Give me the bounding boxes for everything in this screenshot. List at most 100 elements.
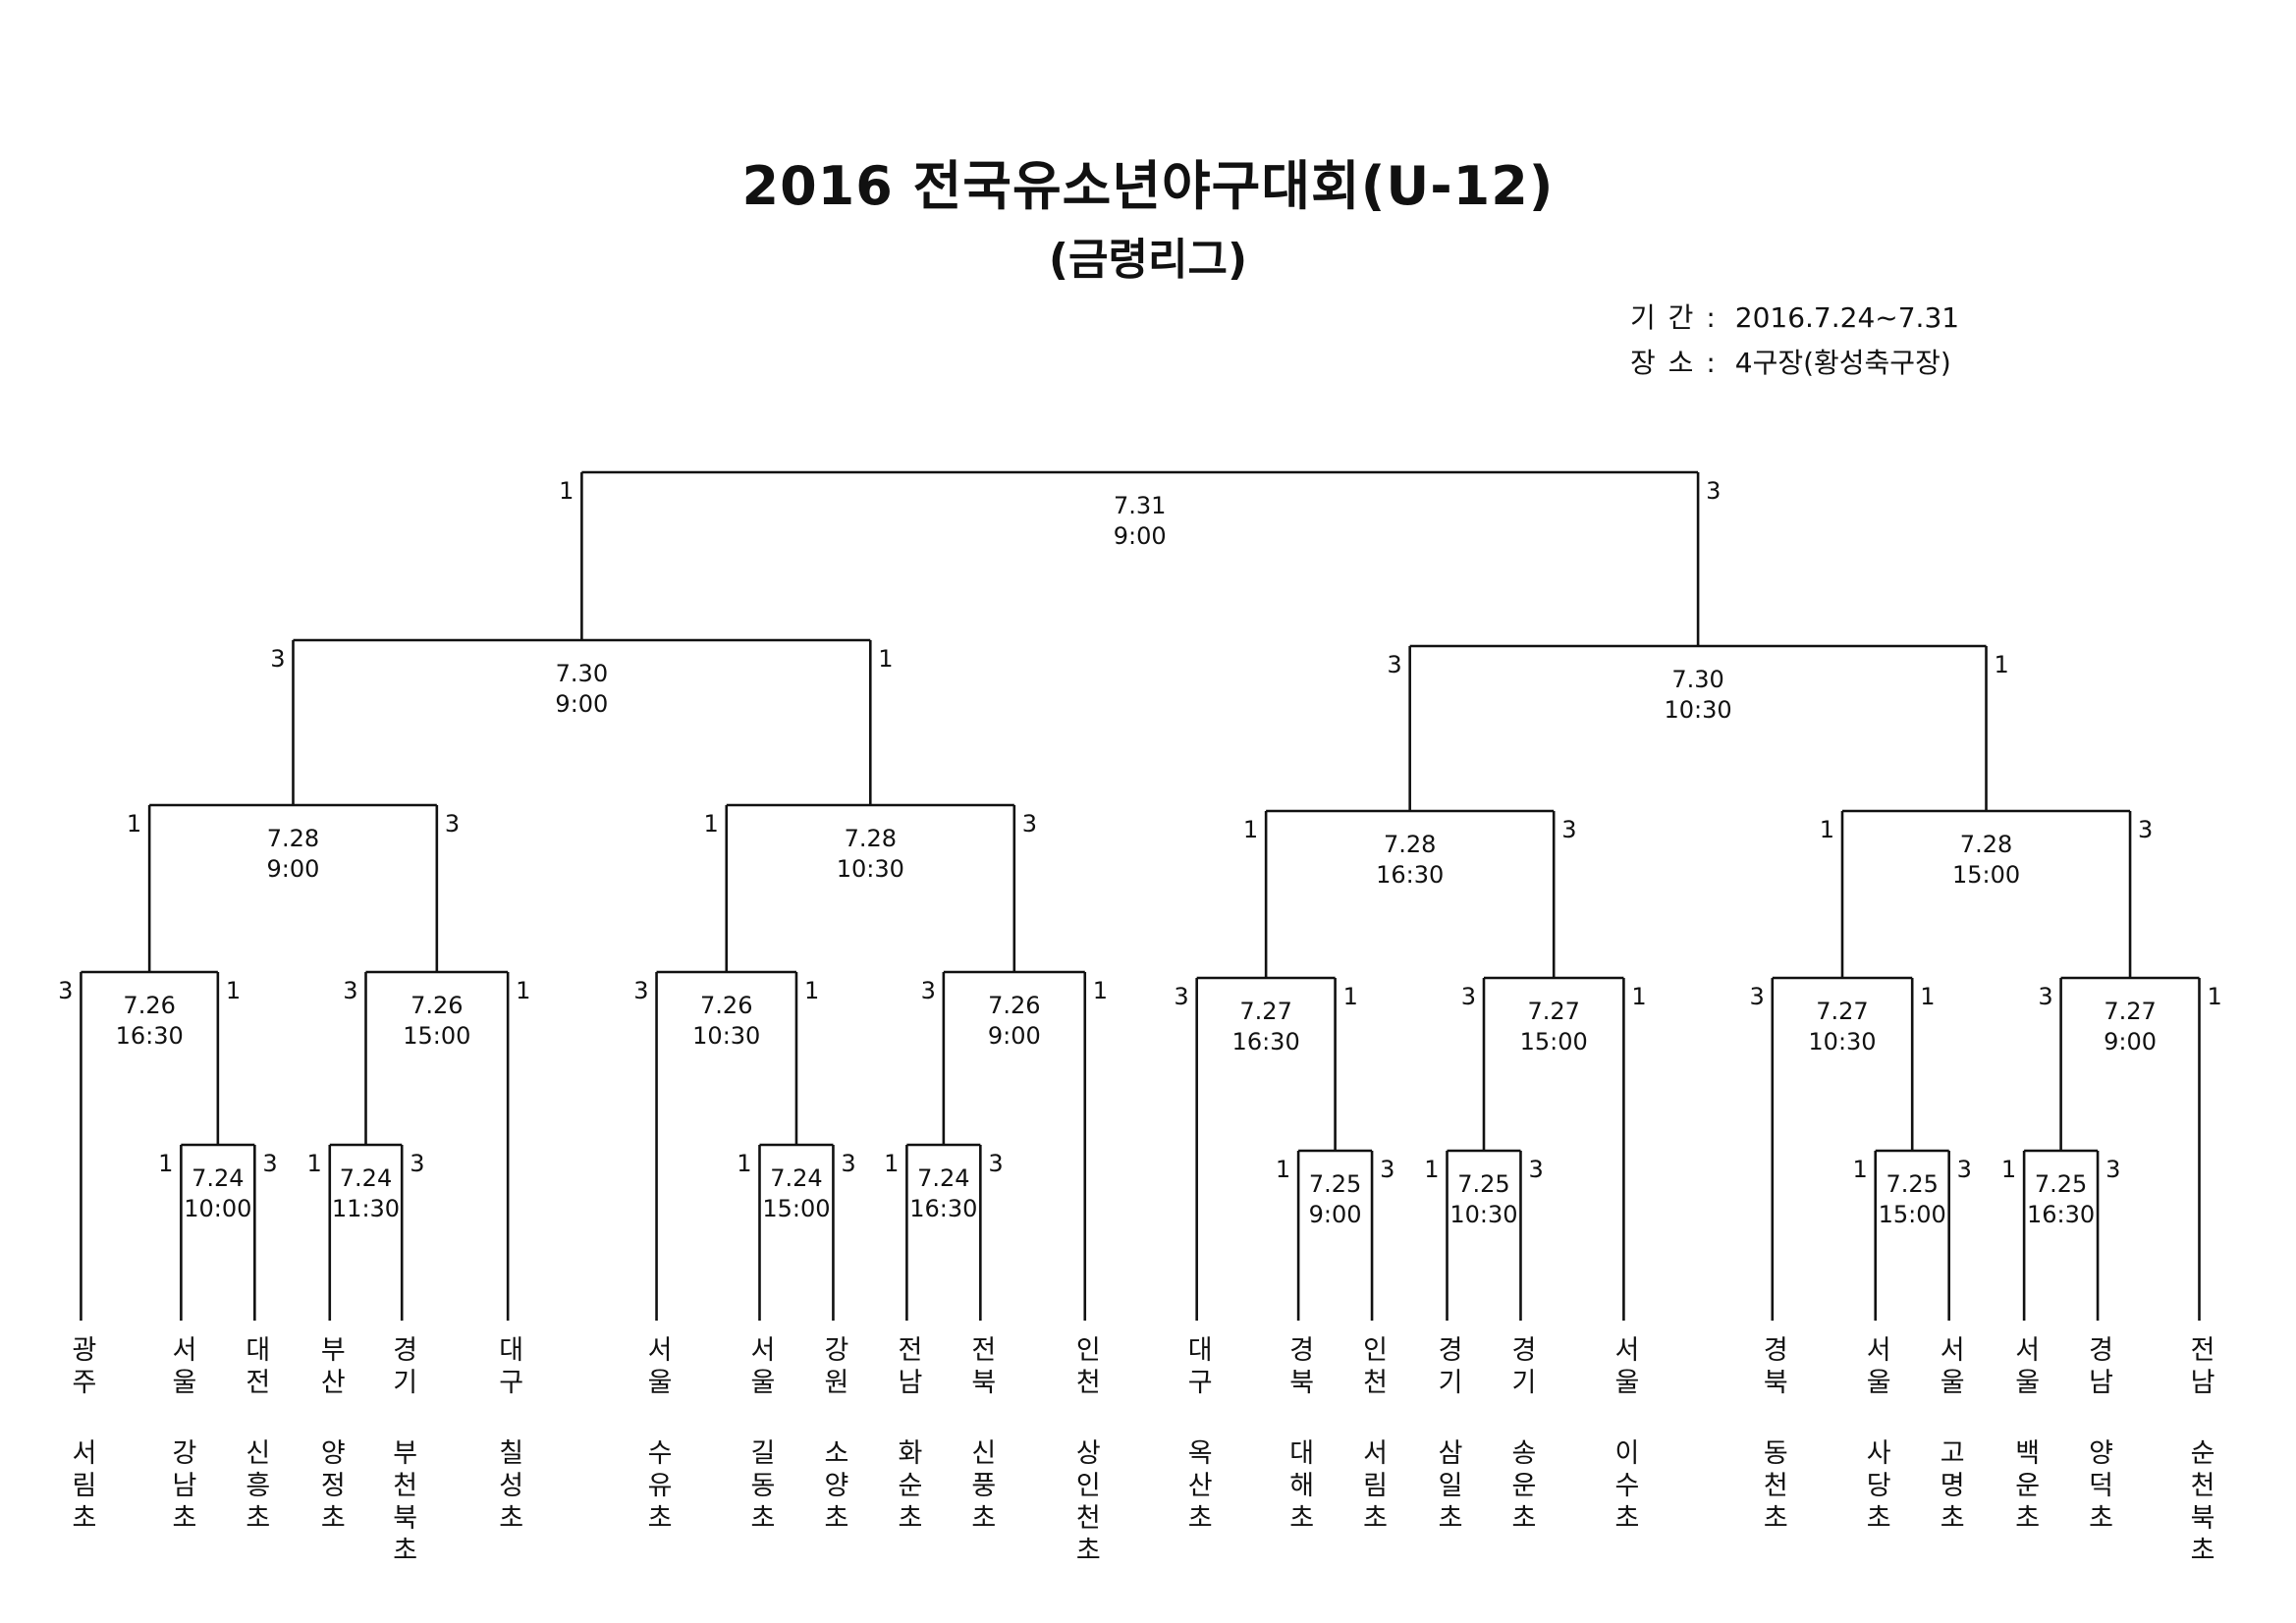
score-left: 3 <box>633 977 648 1004</box>
match-time: 9:00 <box>2104 1028 2157 1055</box>
team-school: 이수초 <box>1609 1438 1640 1536</box>
match-time: 15:00 <box>403 1022 470 1050</box>
score-right: 3 <box>988 1150 1003 1177</box>
match-date: 7.30 <box>556 660 608 687</box>
team-region: 서울 <box>744 1335 776 1400</box>
score-right: 3 <box>1022 810 1037 838</box>
match-time: 10:30 <box>1449 1201 1517 1228</box>
team-school: 송운초 <box>1505 1438 1537 1536</box>
match-time: 15:00 <box>1879 1201 1946 1228</box>
match-date: 7.31 <box>1114 492 1166 519</box>
match-date: 7.27 <box>1816 998 1868 1025</box>
team-school: 옥산초 <box>1181 1438 1213 1536</box>
match-date: 7.28 <box>845 825 897 852</box>
team-region: 서울 <box>1860 1335 1891 1400</box>
score-left: 1 <box>158 1150 173 1177</box>
match-time: 15:00 <box>762 1195 830 1222</box>
score-right: 3 <box>841 1150 855 1177</box>
team-school: 신흥초 <box>240 1438 271 1536</box>
team-region: 광주 <box>66 1335 97 1400</box>
score-left: 1 <box>884 1150 899 1177</box>
team-school: 사당초 <box>1860 1438 1891 1536</box>
match-date: 7.25 <box>2035 1170 2087 1198</box>
score-right: 1 <box>1631 983 1646 1010</box>
match-time: 9:00 <box>1309 1201 1362 1228</box>
match-date: 7.27 <box>1239 998 1291 1025</box>
team-school: 삼일초 <box>1432 1438 1463 1536</box>
score-right: 3 <box>2138 816 2153 843</box>
score-right: 1 <box>516 977 530 1004</box>
match-time: 15:00 <box>1952 861 2020 889</box>
match-time: 16:30 <box>2027 1201 2095 1228</box>
score-left: 3 <box>58 977 73 1004</box>
match-date: 7.25 <box>1457 1170 1509 1198</box>
score-left: 1 <box>1276 1156 1290 1183</box>
score-left: 1 <box>1243 816 1258 843</box>
match-date: 7.24 <box>917 1164 969 1192</box>
match-date: 7.26 <box>123 992 175 1019</box>
score-left: 1 <box>1852 1156 1867 1183</box>
score-left: 1 <box>1820 816 1834 843</box>
score-right: 1 <box>226 977 241 1004</box>
team-school: 순천북초 <box>2184 1438 2215 1568</box>
team-region: 인천 <box>1357 1335 1389 1400</box>
score-left: 1 <box>127 810 141 838</box>
match-time: 16:30 <box>1376 861 1444 889</box>
team-region: 서울 <box>1609 1335 1640 1400</box>
score-left: 1 <box>703 810 718 838</box>
match-time: 16:30 <box>1232 1028 1300 1055</box>
match-time: 10:30 <box>692 1022 760 1050</box>
score-right: 3 <box>1957 1156 1972 1183</box>
score-right: 1 <box>1920 983 1935 1010</box>
score-left: 1 <box>1424 1156 1439 1183</box>
score-right: 3 <box>1561 816 1576 843</box>
score-left: 3 <box>1387 651 1401 678</box>
period-value: 2016.7.24~7.31 <box>1734 301 1960 334</box>
score-right: 3 <box>2105 1156 2120 1183</box>
team-school: 수유초 <box>641 1438 673 1536</box>
match-date: 7.24 <box>770 1164 822 1192</box>
score-right: 1 <box>804 977 819 1004</box>
score-right: 3 <box>1528 1156 1543 1183</box>
team-school: 백운초 <box>2009 1438 2041 1536</box>
score-right: 1 <box>878 645 893 673</box>
team-region: 서울 <box>2009 1335 2041 1400</box>
venue-value: 4구장(황성축구장) <box>1734 347 1951 379</box>
team-school: 화순초 <box>892 1438 923 1536</box>
score-right: 1 <box>1093 977 1108 1004</box>
team-school: 상인천초 <box>1069 1438 1101 1568</box>
team-region: 경기 <box>1432 1335 1463 1400</box>
match-time: 16:30 <box>116 1022 184 1050</box>
score-left: 1 <box>2001 1156 2016 1183</box>
match-date: 7.28 <box>267 825 319 852</box>
score-right: 3 <box>1380 1156 1394 1183</box>
venue-label: 장 소 : <box>1630 347 1718 379</box>
team-region: 서울 <box>641 1335 673 1400</box>
match-time: 11:30 <box>332 1195 400 1222</box>
score-left: 3 <box>1461 983 1476 1010</box>
score-left: 1 <box>559 477 574 505</box>
score-right: 1 <box>2208 983 2222 1010</box>
team-region: 전남 <box>2184 1335 2215 1400</box>
match-time: 10:30 <box>837 855 904 883</box>
team-region: 경북 <box>1757 1335 1788 1400</box>
match-date: 7.24 <box>191 1164 244 1192</box>
score-left: 1 <box>306 1150 321 1177</box>
match-date: 7.26 <box>410 992 463 1019</box>
team-region: 경남 <box>2083 1335 2114 1400</box>
team-region: 대전 <box>240 1335 271 1400</box>
team-school: 길동초 <box>744 1438 776 1536</box>
match-date: 7.28 <box>1384 831 1436 858</box>
team-region: 인천 <box>1069 1335 1101 1400</box>
team-school: 동천초 <box>1757 1438 1788 1536</box>
team-school: 강남초 <box>166 1438 197 1536</box>
match-time: 10:30 <box>1665 696 1732 724</box>
score-right: 3 <box>262 1150 277 1177</box>
match-date: 7.24 <box>340 1164 392 1192</box>
team-region: 대구 <box>1181 1335 1213 1400</box>
league-subtitle: (금령리그) <box>1048 235 1248 285</box>
team-school: 소양초 <box>818 1438 849 1536</box>
period-label: 기 간 : <box>1630 301 1718 334</box>
match-date: 7.25 <box>1309 1170 1361 1198</box>
